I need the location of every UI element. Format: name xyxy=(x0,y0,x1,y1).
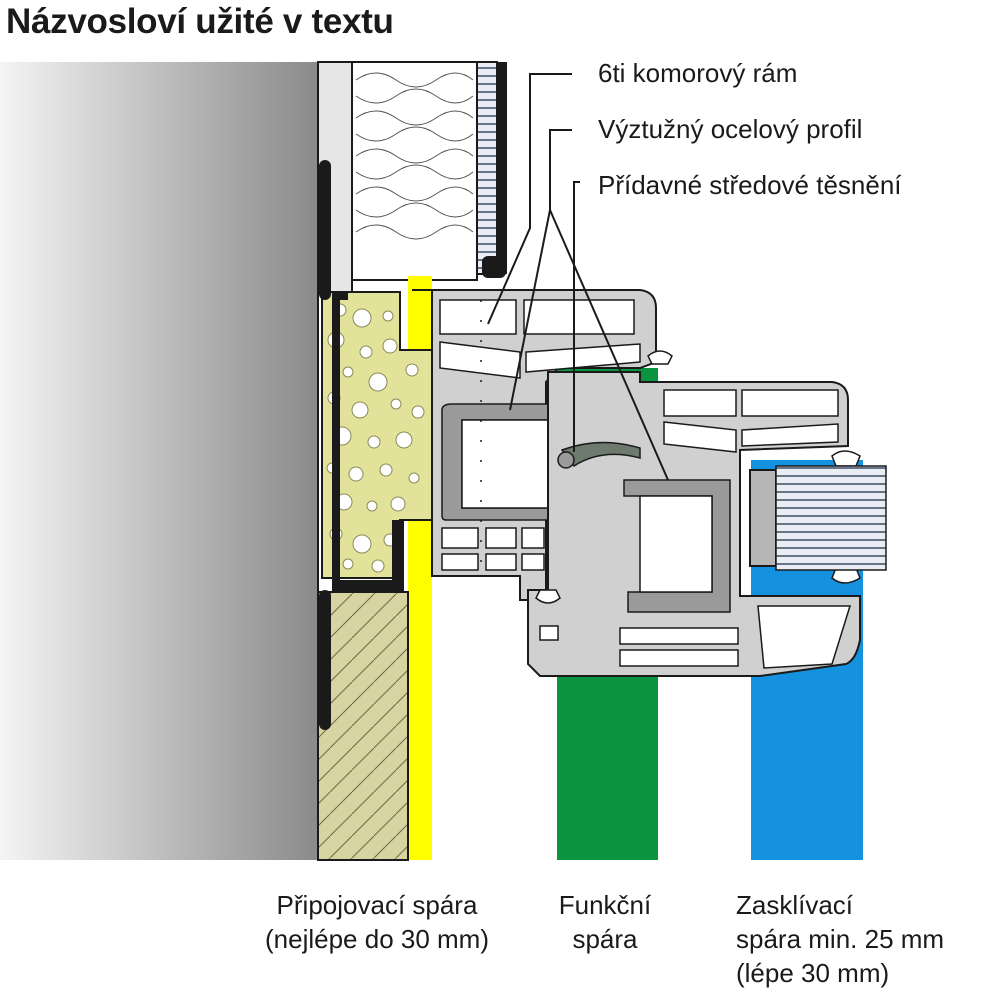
caption-connection-line1: Připojovací spára xyxy=(276,890,478,920)
vapour-membrane xyxy=(476,61,498,275)
plaster-lower xyxy=(317,591,409,861)
caption-connection-line2: (nejlépe do 30 mm) xyxy=(265,924,489,954)
glazing-bead xyxy=(749,469,777,567)
caption-glazing-line3: (lépe 30 mm) xyxy=(736,958,890,988)
sash-chambers xyxy=(539,389,852,669)
caption-glazing-line1: Zasklívací xyxy=(736,890,854,920)
central-seal xyxy=(560,441,641,468)
callout-frame-label: 6ti komorový rám xyxy=(598,58,798,88)
callout-seal-label: Přídavné středové těsnění xyxy=(598,170,902,200)
caption-connection-gap: Připojovací spára (nejlépe do 30 mm) xyxy=(232,888,522,956)
caption-functional-line1: Funkční xyxy=(558,890,652,920)
caption-functional-line2: spára xyxy=(572,924,638,954)
seal-tape-upper xyxy=(319,160,331,300)
insulation-wave-pattern xyxy=(355,72,474,240)
diagram-title: Názvosloví užité v textu xyxy=(6,2,394,41)
caption-glazing-line2: spára min. 25 mm xyxy=(736,924,945,954)
gasket-glazing-top xyxy=(831,450,861,467)
seal-tape-inner xyxy=(332,292,348,592)
caption-functional-gap: Funkční spára xyxy=(540,888,670,956)
callout-steel-label: Výztužný ocelový profil xyxy=(598,114,863,144)
caption-glazing-gap: Zasklívací spára min. 25 mm (lépe 30 mm) xyxy=(736,888,1002,990)
gasket-top xyxy=(647,350,673,365)
insulation-above xyxy=(351,61,478,281)
frame-chambers xyxy=(439,299,641,571)
callout-leaders xyxy=(487,73,669,481)
masonry-wall xyxy=(0,62,318,860)
insulating-glass xyxy=(775,465,887,571)
gasket-bottom xyxy=(535,589,561,604)
seal-tape-lower xyxy=(319,590,331,730)
